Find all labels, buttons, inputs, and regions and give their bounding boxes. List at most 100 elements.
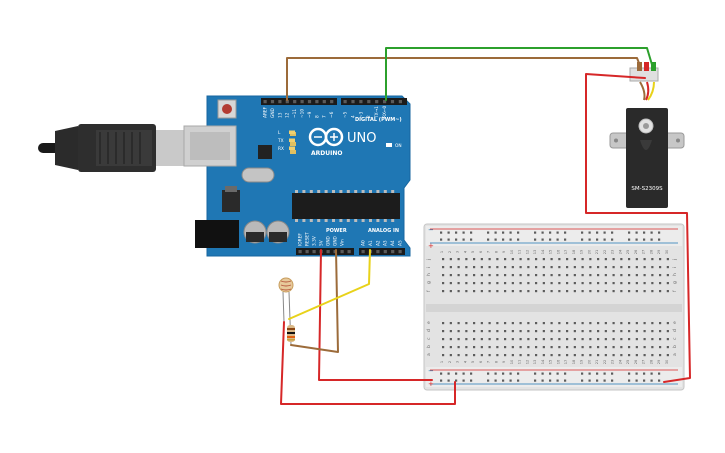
breadboard-hole[interactable] — [651, 338, 654, 341]
breadboard-hole[interactable] — [581, 372, 584, 375]
breadboard-hole[interactable] — [643, 266, 646, 269]
breadboard-hole[interactable] — [666, 322, 669, 325]
breadboard-hole[interactable] — [635, 338, 638, 341]
breadboard-hole[interactable] — [620, 354, 623, 357]
breadboard-hole[interactable] — [635, 231, 638, 234]
breadboard-hole[interactable] — [666, 354, 669, 357]
breadboard-hole[interactable] — [556, 238, 559, 241]
breadboard-hole[interactable] — [550, 258, 553, 261]
breadboard-hole[interactable] — [549, 238, 552, 241]
breadboard-hole[interactable] — [550, 290, 553, 293]
breadboard-hole[interactable] — [612, 282, 615, 285]
breadboard-hole[interactable] — [541, 238, 544, 241]
breadboard-hole[interactable] — [566, 258, 569, 261]
breadboard-hole[interactable] — [604, 290, 607, 293]
breadboard-hole[interactable] — [666, 290, 669, 293]
breadboard-hole[interactable] — [597, 346, 600, 349]
breadboard-hole[interactable] — [480, 282, 483, 285]
header-pin-hole[interactable] — [300, 100, 304, 104]
breadboard-hole[interactable] — [589, 266, 592, 269]
photoresistor[interactable] — [278, 277, 294, 323]
breadboard-hole[interactable] — [658, 231, 661, 234]
breadboard-hole[interactable] — [527, 346, 530, 349]
breadboard-hole[interactable] — [604, 274, 607, 277]
breadboard-hole[interactable] — [620, 322, 623, 325]
breadboard-hole[interactable] — [612, 322, 615, 325]
breadboard-hole[interactable] — [604, 258, 607, 261]
breadboard-hole[interactable] — [611, 238, 614, 241]
breadboard-hole[interactable] — [651, 354, 654, 357]
breadboard-hole[interactable] — [541, 379, 544, 382]
breadboard-hole[interactable] — [480, 330, 483, 333]
breadboard-hole[interactable] — [534, 379, 537, 382]
wire-brown-gnd[interactable] — [290, 249, 339, 353]
breadboard-hole[interactable] — [519, 274, 522, 277]
breadboard-hole[interactable] — [449, 258, 452, 261]
breadboard-hole[interactable] — [473, 330, 476, 333]
breadboard-hole[interactable] — [511, 354, 514, 357]
breadboard-hole[interactable] — [488, 354, 491, 357]
breadboard-hole[interactable] — [597, 274, 600, 277]
breadboard-hole[interactable] — [550, 274, 553, 277]
breadboard-hole[interactable] — [566, 338, 569, 341]
breadboard-hole[interactable] — [650, 372, 653, 375]
breadboard-hole[interactable] — [643, 338, 646, 341]
breadboard-hole[interactable] — [635, 346, 638, 349]
breadboard-hole[interactable] — [535, 266, 538, 269]
header-pin-hole[interactable] — [359, 100, 363, 104]
breadboard-hole[interactable] — [527, 266, 530, 269]
breadboard-hole[interactable] — [573, 338, 576, 341]
header-pin-hole[interactable] — [330, 100, 334, 104]
breadboard-hole[interactable] — [597, 338, 600, 341]
breadboard-hole[interactable] — [494, 379, 497, 382]
breadboard-hole[interactable] — [542, 346, 545, 349]
breadboard-hole[interactable] — [628, 338, 631, 341]
breadboard-hole[interactable] — [442, 354, 445, 357]
breadboard-hole[interactable] — [643, 238, 646, 241]
breadboard-hole[interactable] — [628, 372, 631, 375]
breadboard-hole[interactable] — [496, 338, 499, 341]
breadboard-hole[interactable] — [470, 372, 473, 375]
breadboard-hole[interactable] — [604, 354, 607, 357]
breadboard-hole[interactable] — [658, 372, 661, 375]
breadboard-hole[interactable] — [504, 330, 507, 333]
breadboard-hole[interactable] — [589, 330, 592, 333]
breadboard-hole[interactable] — [480, 354, 483, 357]
breadboard-hole[interactable] — [588, 231, 591, 234]
breadboard-hole[interactable] — [581, 282, 584, 285]
breadboard-hole[interactable] — [504, 346, 507, 349]
breadboard-hole[interactable] — [659, 274, 662, 277]
servo-motor[interactable]: SM-S2309S — [609, 62, 685, 208]
breadboard-hole[interactable] — [449, 266, 452, 269]
breadboard-hole[interactable] — [496, 354, 499, 357]
breadboard-hole[interactable] — [581, 274, 584, 277]
breadboard-hole[interactable] — [457, 266, 460, 269]
breadboard-hole[interactable] — [588, 238, 591, 241]
breadboard-hole[interactable] — [527, 282, 530, 285]
breadboard-hole[interactable] — [487, 231, 490, 234]
header-pin-hole[interactable] — [398, 100, 402, 104]
header-pin-hole[interactable] — [315, 100, 319, 104]
breadboard-hole[interactable] — [465, 274, 468, 277]
breadboard-hole[interactable] — [542, 322, 545, 325]
breadboard-hole[interactable] — [628, 322, 631, 325]
breadboard-hole[interactable] — [527, 354, 530, 357]
breadboard-hole[interactable] — [442, 290, 445, 293]
breadboard-hole[interactable] — [658, 379, 661, 382]
breadboard-hole[interactable] — [604, 322, 607, 325]
breadboard-hole[interactable] — [651, 274, 654, 277]
breadboard-hole[interactable] — [566, 290, 569, 293]
breadboard-hole[interactable] — [588, 379, 591, 382]
breadboard-hole[interactable] — [550, 354, 553, 357]
breadboard-hole[interactable] — [488, 266, 491, 269]
breadboard-hole[interactable] — [527, 258, 530, 261]
breadboard-hole[interactable] — [480, 338, 483, 341]
breadboard-hole[interactable] — [449, 274, 452, 277]
breadboard-hole[interactable] — [542, 330, 545, 333]
wire-green-servo-signal[interactable] — [385, 47, 654, 101]
breadboard-hole[interactable] — [558, 346, 561, 349]
header-pin-hole[interactable] — [305, 250, 309, 254]
breadboard-hole[interactable] — [549, 379, 552, 382]
breadboard-hole[interactable] — [597, 330, 600, 333]
breadboard-hole[interactable] — [581, 346, 584, 349]
